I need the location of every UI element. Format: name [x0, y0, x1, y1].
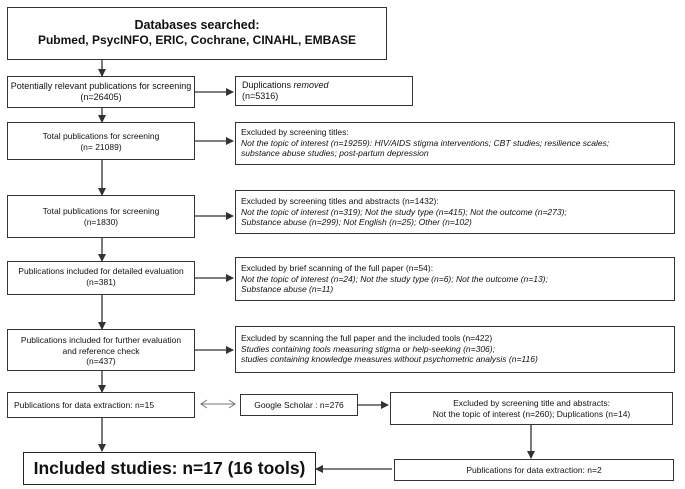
step5-box: Publications included for further evalua… [7, 329, 195, 371]
included-studies-box: Included studies: n=17 (16 tools) [23, 452, 316, 485]
step5-count: (n=437) [86, 356, 116, 366]
step4-text: Publications included for detailed evalu… [18, 266, 184, 276]
excl-titles-line-2: substance abuse studies; post-partum dep… [241, 148, 429, 158]
step3-count: (n=1830) [83, 216, 119, 227]
step5-line-1: Publications included for further evalua… [20, 335, 182, 345]
excl-full-line-2: studies containing knowledge measures wi… [241, 354, 538, 364]
excl-google-heading: Excluded by screening title and abstract… [453, 398, 610, 408]
step7-box: Publications for data extraction: n=2 [394, 459, 674, 481]
excl-abstracts-box: Excluded by screening titles and abstrac… [235, 190, 675, 234]
step1-count: (n=26405) [80, 92, 122, 102]
excl-titles-box: Excluded by screening titles: Not the to… [235, 122, 675, 165]
duplications-label-italic: removed [293, 80, 329, 90]
duplications-box: Duplications removed (n=5316) [235, 76, 413, 106]
step2-text: Total publications for screening [42, 131, 160, 141]
excl-titles-line-1: Not the topic of interest (n=19259): HIV… [241, 137, 610, 148]
excl-brief-line-1: Not the topic of interest (n=24); Not th… [241, 273, 548, 284]
excl-full-line-1: Studies containing tools measuring stigm… [241, 343, 495, 354]
duplications-label: Duplications [242, 80, 294, 90]
databases-box: Databases searched: Pubmed, PsycINFO, ER… [7, 7, 387, 60]
google-scholar-text: Google Scholar : n=276 [254, 400, 344, 410]
included-studies-text: Included studies: n=17 (16 tools) [33, 458, 306, 478]
excl-abstracts-heading: Excluded by screening titles and abstrac… [241, 196, 439, 206]
excl-google-line: Not the topic of interest (n=260); Dupli… [432, 408, 631, 419]
excl-abstracts-line-2: Substance abuse (n=299); Not English (n=… [241, 217, 472, 227]
step6-box: Publications for data extraction: n=15 [7, 392, 195, 418]
databases-list: Pubmed, PsycINFO, ERIC, Cochrane, CINAHL… [37, 33, 357, 47]
step3-box: Total publications for screening (n=1830… [7, 195, 195, 238]
step2-count: (n= 21089) [80, 141, 122, 152]
step4-count: (n=381) [86, 276, 116, 287]
step4-box: Publications included for detailed evalu… [7, 261, 195, 295]
duplications-count: (n=5316) [242, 91, 279, 101]
excl-brief-line-2: Substance abuse (n=11) [241, 284, 334, 294]
excl-full-heading: Excluded by scanning the full paper and … [241, 333, 493, 343]
excl-titles-heading: Excluded by screening titles: [241, 127, 349, 137]
excl-abstracts-line-1: Not the topic of interest (n=319); Not t… [241, 206, 567, 217]
step6-text: Publications for data extraction: n=15 [14, 400, 155, 410]
excl-brief-box: Excluded by brief scanning of the full p… [235, 257, 675, 301]
excl-google-box: Excluded by screening title and abstract… [390, 392, 673, 425]
google-scholar-box: Google Scholar : n=276 [240, 394, 358, 416]
databases-title: Databases searched: [134, 18, 260, 32]
excl-brief-heading: Excluded by brief scanning of the full p… [241, 263, 434, 273]
step5-line-2: and reference check [62, 345, 140, 356]
step2-box: Total publications for screening (n= 210… [7, 122, 195, 160]
step1-text: Potentially relevant publications for sc… [10, 81, 192, 91]
step1-box: Potentially relevant publications for sc… [7, 76, 195, 108]
step7-text: Publications for data extraction: n=2 [466, 465, 602, 475]
step3-text: Total publications for screening [42, 206, 160, 216]
excl-full-box: Excluded by scanning the full paper and … [235, 326, 675, 373]
